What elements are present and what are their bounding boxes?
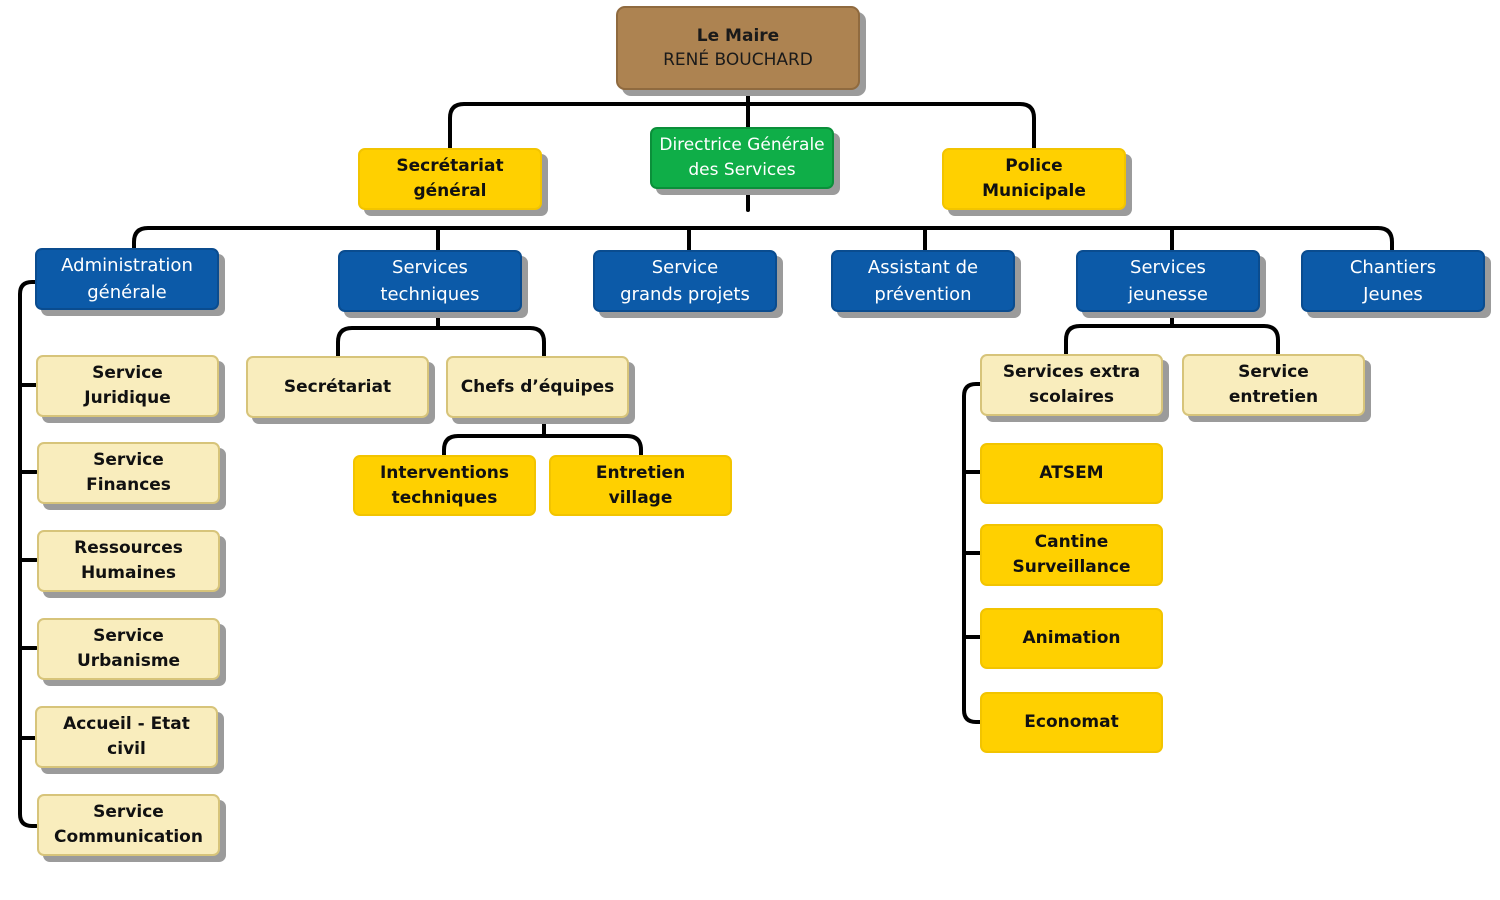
mayor-title: Le Maire <box>696 26 780 46</box>
tech-unit-interventions: Interventions techniques <box>353 455 536 516</box>
admin-unit-communication: Service Communication <box>37 794 220 856</box>
dept-prevention-box: Assistant de prévention <box>831 250 1015 312</box>
tech-unit-entretien-village: Entretien village <box>549 455 732 516</box>
dept-grands-projets-box: Service grands projets <box>593 250 777 312</box>
mayor-box: Le Maire RENÉ BOUCHARD <box>616 6 860 90</box>
jeunesse-unit-label: Animation <box>1022 628 1121 648</box>
admin-unit-urbanisme: Service Urbanisme <box>37 618 220 680</box>
dept-jeunesse-box: Services jeunesse <box>1076 250 1260 312</box>
admin-unit-accueil: Accueil - Etat civil <box>35 706 218 768</box>
admin-unit-label: Service Urbanisme <box>76 626 181 671</box>
jeunesse-unit-atsem: ATSEM <box>980 443 1163 504</box>
dept-grands-projets-label: Service grands projets <box>620 257 750 305</box>
dept-prevention-label: Assistant de prévention <box>867 257 979 305</box>
dgs-label: Directrice Générale des Services <box>659 135 825 180</box>
secretariat-general-label: Secrétariat général <box>396 156 504 201</box>
tech-unit-label: Secrétariat <box>283 376 392 397</box>
dept-chantiers-jeunes-label: Chantiers Jeunes <box>1349 257 1437 305</box>
jeunesse-unit-label: Cantine Surveillance <box>1012 532 1131 577</box>
police-municipale-box: Police Municipale <box>942 148 1126 210</box>
admin-unit-label: Accueil - Etat civil <box>63 714 190 759</box>
tech-unit-secretariat: Secrétariat <box>246 356 429 418</box>
tech-unit-label: Chefs d’équipes <box>460 376 615 397</box>
admin-unit-label: Service Juridique <box>84 363 171 408</box>
dept-chantiers-jeunes-box: Chantiers Jeunes <box>1301 250 1485 312</box>
jeunesse-unit-economat: Economat <box>980 692 1163 753</box>
dgs-box: Directrice Générale des Services <box>650 127 834 189</box>
mayor-name: RENÉ BOUCHARD <box>663 50 813 70</box>
tech-unit-label: Entretien village <box>595 462 686 508</box>
jeunesse-unit-cantine: Cantine Surveillance <box>980 524 1163 586</box>
jeunesse-unit-label: Services extra scolaires <box>1002 362 1141 407</box>
dept-jeunesse-label: Services jeunesse <box>1128 257 1208 305</box>
jeunesse-unit-animation: Animation <box>980 608 1163 669</box>
admin-unit-label: Service Communication <box>54 802 203 847</box>
jeunesse-unit-extra-scolaires: Services extra scolaires <box>980 354 1163 416</box>
admin-unit-juridique: Service Juridique <box>36 355 219 417</box>
admin-unit-label: Ressources Humaines <box>74 538 183 583</box>
jeunesse-unit-label: Economat <box>1024 712 1119 732</box>
jeunesse-unit-entretien: Service entretien <box>1182 354 1365 416</box>
admin-unit-rh: Ressources Humaines <box>37 530 220 592</box>
jeunesse-unit-label: ATSEM <box>1039 463 1104 483</box>
tech-unit-chefs-equipes: Chefs d’équipes <box>446 356 629 418</box>
police-municipale-label: Police Municipale <box>982 156 1086 201</box>
admin-unit-label: Service Finances <box>86 450 171 495</box>
jeunesse-unit-label: Service entretien <box>1228 362 1319 407</box>
secretariat-general-box: Secrétariat général <box>358 148 542 210</box>
tech-unit-label: Interventions techniques <box>379 462 510 508</box>
dept-administration-label: Administration générale <box>61 255 193 303</box>
admin-unit-finances: Service Finances <box>37 442 220 504</box>
dept-techniques-label: Services techniques <box>380 257 480 305</box>
dept-techniques-box: Services techniques <box>338 250 522 312</box>
dept-administration-box: Administration générale <box>35 248 219 310</box>
